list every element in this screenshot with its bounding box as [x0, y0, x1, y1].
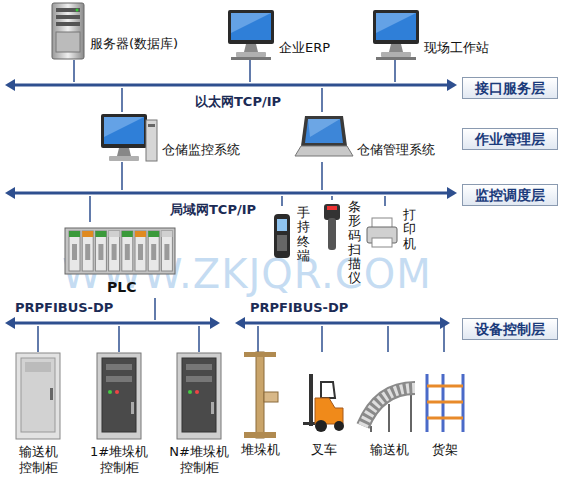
layer-title: 监控调度层 [475, 187, 545, 203]
handheld-node: 手持终端 [272, 206, 316, 268]
conveyor-icon [359, 382, 419, 432]
bus-label: 局域网TCP/IP [170, 202, 256, 218]
stacker-icon [240, 352, 280, 438]
pc-icon [98, 112, 158, 162]
network-link [257, 326, 259, 352]
server-icon [46, 2, 90, 60]
network-link [37, 326, 39, 352]
device-label: 条形码扫描仪 [348, 200, 361, 286]
bus-label: PRPFIBUS-DP [15, 300, 113, 316]
network-link [331, 196, 333, 200]
handheld-icon [272, 214, 292, 258]
device-label: 仓储管理系统 [357, 142, 435, 158]
network-link [118, 326, 120, 352]
cabdark-icon [95, 352, 143, 440]
device-label: 打印机 [403, 208, 416, 251]
lan-bus: 局域网TCP/IP [5, 190, 457, 196]
printer-icon [366, 218, 398, 248]
network-link [73, 60, 75, 82]
layer-title: 接口服务层 [475, 80, 545, 96]
layer-box: 接口服务层 [462, 77, 558, 99]
network-link [121, 88, 123, 112]
monitor-system-node: 仓储监控系统 [98, 112, 278, 162]
bus-line [5, 317, 220, 329]
profibus-bus: PRPFIBUS-DP [235, 320, 450, 326]
network-link [249, 60, 251, 82]
device-label: PLC [107, 279, 136, 295]
cabinet-node: 输送机 控制柜 [2, 352, 76, 478]
device-label: 手持终端 [297, 206, 310, 263]
layer-box: 作业管理层 [462, 128, 558, 150]
ethernet-bus: 以太网TCP/IP [5, 82, 457, 88]
bus-label: 以太网TCP/IP [195, 94, 281, 110]
bus-line [5, 79, 457, 91]
laptop-icon [295, 114, 353, 158]
device-label: 1#堆垛机 控制柜 [80, 444, 158, 476]
bus-line [235, 317, 450, 329]
network-link [198, 326, 200, 352]
device-label: 企业ERP [279, 40, 330, 56]
rack-icon [421, 372, 469, 432]
stacker-node: 堆垛机 [232, 352, 290, 462]
device-label: 叉车 [296, 442, 352, 458]
printer-node: 打印机 [366, 206, 420, 254]
network-link [394, 60, 396, 82]
device-label: 堆垛机 [232, 442, 288, 458]
device-label: 输送机 控制柜 [2, 444, 74, 476]
network-link [281, 196, 283, 206]
scanner-icon [320, 204, 344, 252]
rack-node: 货架 [420, 352, 472, 462]
layer-title: 设备控制层 [475, 321, 545, 337]
profibus-bus: PRPFIBUS-DP [5, 320, 220, 326]
network-link [154, 298, 156, 320]
scanner-node: 条形码扫描仪 [320, 200, 364, 288]
network-link [321, 326, 323, 352]
network-link [387, 326, 389, 352]
device-label: N#堆垛机 控制柜 [160, 444, 238, 476]
monitor-icon [370, 8, 422, 60]
cabdark-icon [175, 352, 223, 440]
bus-label: PRPFIBUS-DP [250, 300, 348, 316]
network-link [321, 162, 323, 190]
cabinet-node: 1#堆垛机 控制柜 [80, 352, 160, 478]
forklift-icon [301, 374, 347, 434]
cablight-icon [14, 352, 62, 440]
network-link [321, 88, 323, 112]
erp-node: 企业ERP [225, 6, 335, 60]
plc-icon [65, 222, 175, 277]
network-link [443, 326, 445, 352]
network-link [89, 196, 91, 222]
device-label: 输送机 [358, 442, 420, 458]
device-label: 服务器(数据库) [90, 36, 178, 52]
plc-node: PLC [65, 222, 175, 298]
layer-box: 设备控制层 [462, 318, 558, 340]
management-system-node: 仓储管理系统 [295, 112, 445, 162]
server-node: 服务器(数据库) [40, 2, 181, 60]
device-label: 货架 [420, 442, 470, 458]
monitor-icon [225, 8, 277, 60]
device-label: 现场工作站 [424, 40, 489, 56]
workstation-node: 现场工作站 [370, 6, 500, 60]
bus-line [5, 187, 457, 199]
network-link [384, 196, 386, 206]
cabinet-node: N#堆垛机 控制柜 [160, 352, 240, 478]
network-link [121, 162, 123, 190]
forklift-node: 叉车 [296, 352, 354, 462]
device-label: 仓储监控系统 [162, 142, 240, 158]
layer-title: 作业管理层 [475, 131, 545, 147]
layer-box: 监控调度层 [462, 184, 558, 206]
conveyor-node: 输送机 [358, 352, 422, 462]
